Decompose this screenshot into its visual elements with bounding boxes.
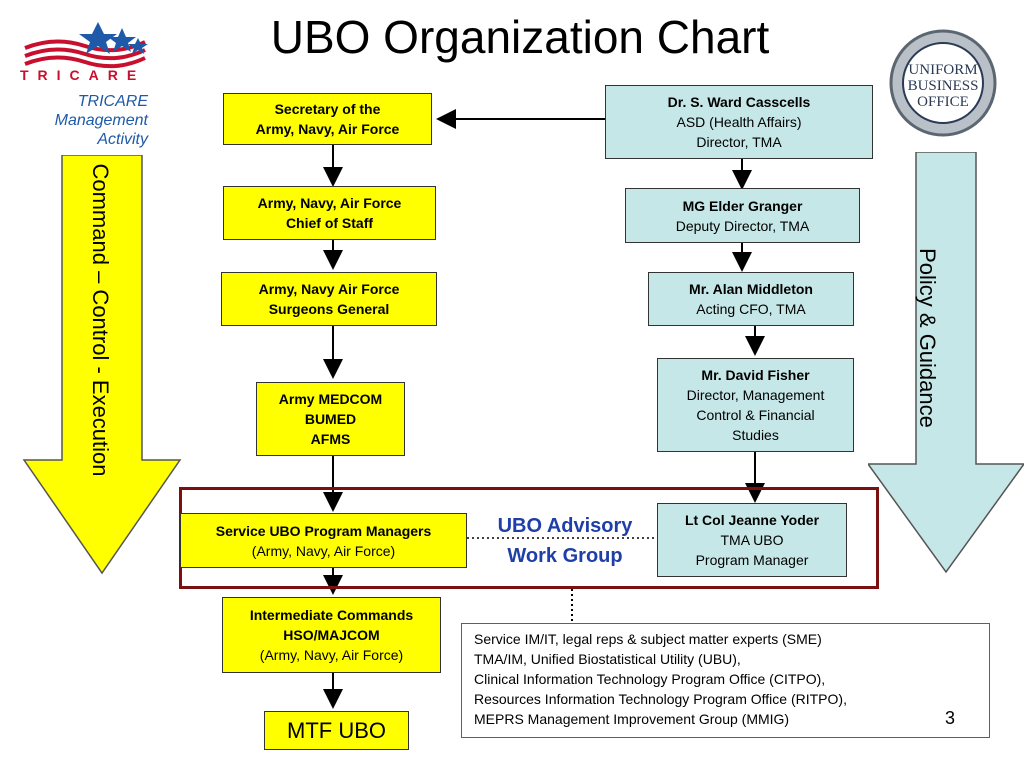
command-arrow-shape xyxy=(22,155,182,575)
support-groups-note: Service IM/IT, legal reps & subject matt… xyxy=(461,623,990,738)
svg-text:BUSINESS: BUSINESS xyxy=(908,78,979,94)
service-ubo-managers-box: Service UBO Program Managers(Army, Navy,… xyxy=(180,513,467,568)
tricare-subtitle: TRICARE Management Activity xyxy=(54,93,148,148)
page-number: 3 xyxy=(945,708,956,728)
svg-text:UNIFORM: UNIFORM xyxy=(908,62,977,78)
mtf-ubo-box: MTF UBO xyxy=(264,711,409,750)
svg-text:OFFICE: OFFICE xyxy=(917,94,969,110)
policy-arrow-shape xyxy=(868,152,1024,574)
tricare-logo-icon xyxy=(24,22,148,69)
ubo-seal-icon: UNIFORM BUSINESS OFFICE xyxy=(889,29,997,137)
page-title: UBO Organization Chart xyxy=(270,11,770,63)
tricare-wordmark: TRICARE xyxy=(20,67,146,83)
